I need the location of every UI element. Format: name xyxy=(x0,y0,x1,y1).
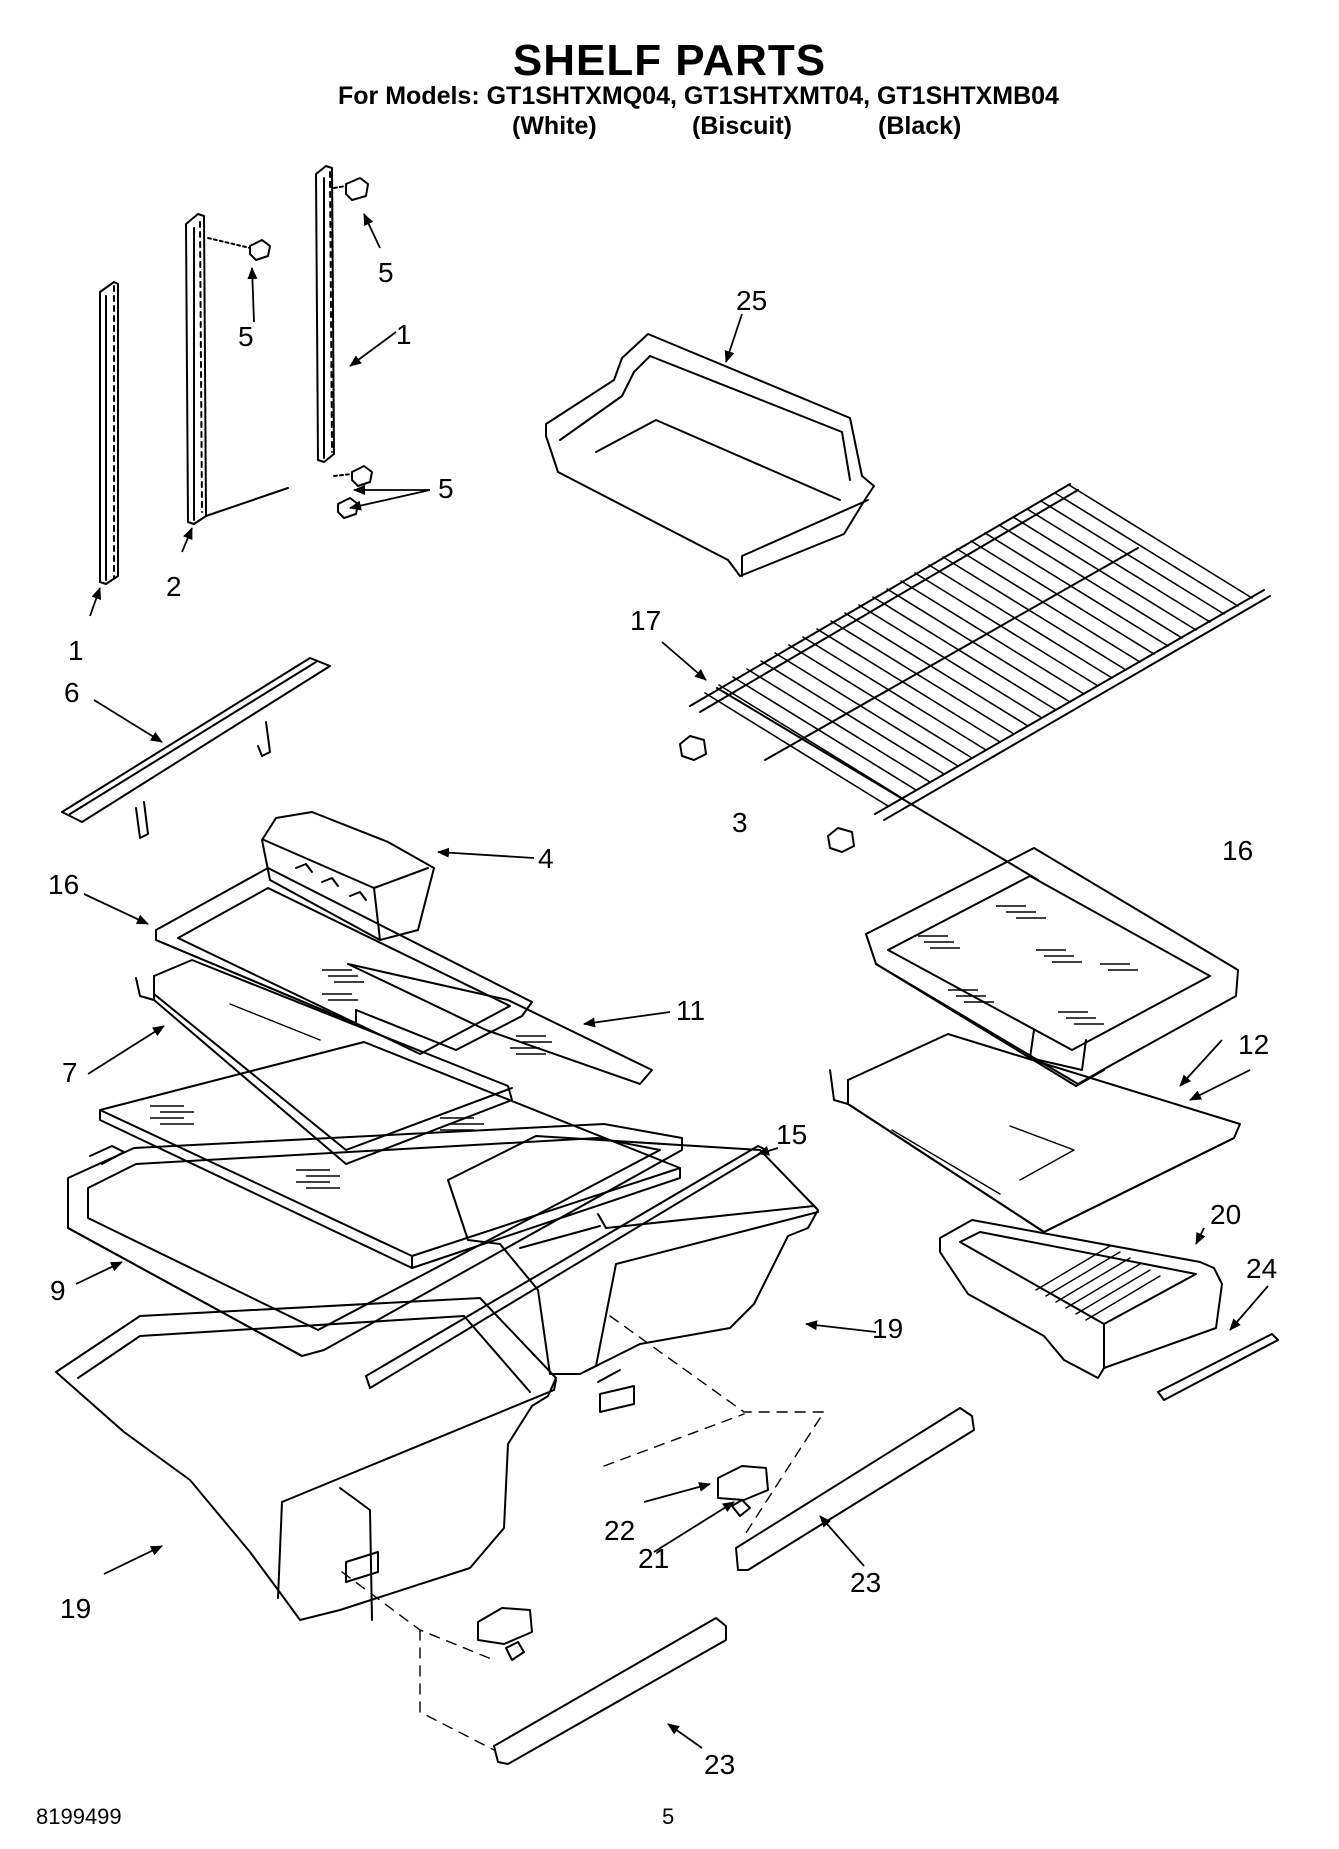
crisper-drawer-left-part-19 xyxy=(55,1297,557,1621)
callout-25: 25 xyxy=(736,285,767,316)
models-line: For Models: GT1SHTXMQ04, GT1SHTXMT04, GT… xyxy=(338,82,1059,110)
callout-6: 6 xyxy=(64,677,80,708)
front-trim-parts-23 xyxy=(493,1407,975,1765)
callout-17: 17 xyxy=(630,605,661,636)
variant-white: (White) xyxy=(512,112,597,140)
document-number: 8199499 xyxy=(36,1804,122,1829)
callout-22: 22 xyxy=(604,1515,635,1546)
callout-5-top: 5 xyxy=(378,257,394,288)
variant-biscuit: (Biscuit) xyxy=(692,112,792,140)
callout-23-left: 23 xyxy=(704,1749,735,1780)
callout-21: 21 xyxy=(638,1543,669,1574)
callout-24: 24 xyxy=(1246,1253,1277,1284)
callout-1-right: 1 xyxy=(396,319,412,350)
glass-shelf-left-part-16 xyxy=(155,867,533,1055)
divider-part-6 xyxy=(61,657,331,839)
glass-hatch-marks xyxy=(150,905,1138,1189)
page-title: SHELF PARTS xyxy=(512,36,827,85)
callout-19-left: 19 xyxy=(60,1593,91,1624)
page-number: 5 xyxy=(662,1804,675,1829)
variant-black: (Black) xyxy=(878,112,962,140)
crisper-drawer-right-part-19 xyxy=(447,1135,819,1383)
callout-1-left: 1 xyxy=(68,635,84,666)
callout-7: 7 xyxy=(62,1057,78,1088)
callout-16-right: 16 xyxy=(1222,835,1253,866)
callout-2: 2 xyxy=(166,571,182,602)
callout-3: 3 xyxy=(732,807,748,838)
shelf-frame-part-12 xyxy=(829,1033,1241,1233)
glass-shelf-right-part-16 xyxy=(865,847,1239,1087)
callout-20: 20 xyxy=(1210,1199,1241,1230)
callout-5-middle: 5 xyxy=(238,321,254,352)
callout-9: 9 xyxy=(50,1275,66,1306)
callout-12: 12 xyxy=(1238,1029,1269,1060)
callout-19-right: 19 xyxy=(872,1313,903,1344)
assembly-lines xyxy=(341,1315,825,1751)
trim-strip-part-15 xyxy=(365,1145,767,1389)
bin-part-25 xyxy=(545,333,875,577)
small-bin-part-4 xyxy=(261,811,435,941)
clip-parts-21-22 xyxy=(477,1465,769,1661)
callout-5-bottom: 5 xyxy=(438,473,454,504)
drawer-label-windows xyxy=(345,1385,635,1583)
callout-16-left: 16 xyxy=(48,869,79,900)
glass-panel-part-11 xyxy=(99,963,681,1269)
callout-leaders xyxy=(75,213,1269,1749)
callout-15: 15 xyxy=(776,1119,807,1150)
meat-drawer-part-20 xyxy=(939,1029,1223,1379)
screw-parts-5 xyxy=(207,177,373,519)
rail-left-part-1 xyxy=(99,281,119,585)
trim-part-24 xyxy=(1157,1333,1279,1401)
shelf-frame-part-7 xyxy=(135,959,513,1165)
callout-labels: 1 2 5 5 1 5 25 17 6 3 4 16 16 11 12 7 15… xyxy=(48,257,1277,1780)
wire-shelf-part-17 xyxy=(689,483,1271,881)
rail-center-part-2 xyxy=(185,213,289,525)
crisper-cover-frame-part-9 xyxy=(67,1123,683,1357)
callout-11: 11 xyxy=(676,995,705,1026)
callout-4: 4 xyxy=(538,843,554,874)
peg-parts-3 xyxy=(679,735,855,853)
rail-right-part-1 xyxy=(315,165,335,463)
callout-23-right: 23 xyxy=(850,1567,881,1598)
